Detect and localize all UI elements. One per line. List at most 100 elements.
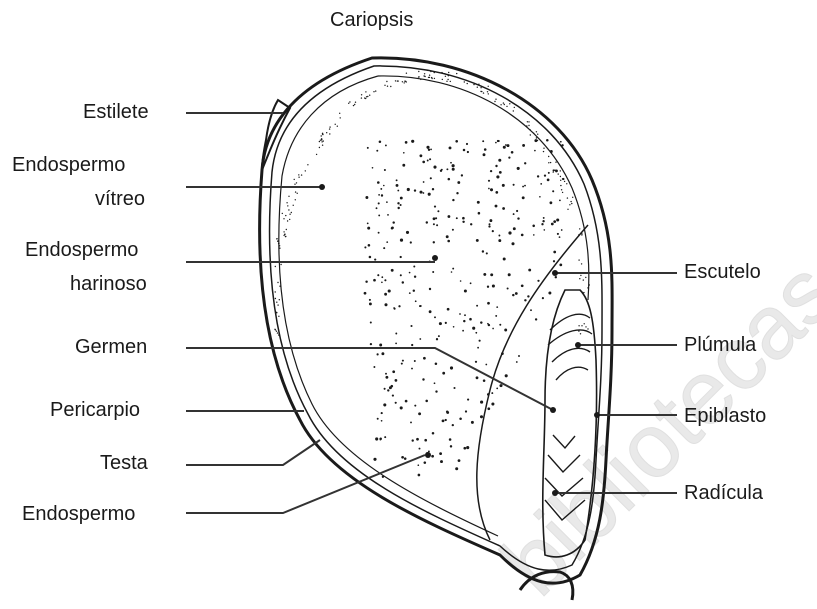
stipple-dot: [476, 305, 478, 307]
stipple-dot: [527, 295, 529, 297]
stipple-dot: [329, 126, 330, 127]
stipple-dot: [437, 210, 439, 212]
stipple-dot: [548, 292, 551, 295]
stipple-dot: [291, 212, 292, 213]
stipple-dot: [395, 343, 397, 345]
stipple-dot: [384, 303, 387, 306]
stipple-dot: [459, 313, 461, 315]
stipple-dot: [559, 264, 562, 267]
stipple-dot: [439, 452, 442, 455]
stipple-dot: [462, 330, 464, 332]
stipple-dot: [559, 236, 561, 238]
stipple-dot: [429, 75, 430, 76]
stipple-dot: [420, 79, 421, 80]
stipple-dot: [287, 220, 288, 221]
stipple-dot: [535, 318, 537, 320]
stipple-dot: [384, 85, 385, 86]
stipple-dot: [587, 328, 588, 329]
stipple-dot: [414, 275, 416, 277]
stipple-dot: [431, 455, 434, 458]
stipple-dot: [467, 83, 468, 84]
stipple-dot: [383, 185, 385, 187]
stipple-dot: [286, 229, 287, 230]
stipple-dot: [456, 192, 458, 194]
stipple-dot: [475, 361, 477, 363]
stipple-dot: [409, 292, 411, 294]
stipple-dot: [543, 151, 544, 152]
label-germen: Germen: [75, 335, 147, 359]
stipple-dot: [517, 167, 520, 170]
stipple-dot: [278, 243, 279, 244]
stipple-dot: [462, 221, 464, 223]
stipple-dot: [533, 234, 535, 236]
stipple-dot: [452, 199, 454, 201]
stipple-dot: [464, 289, 467, 292]
stipple-dot: [581, 325, 582, 326]
stipple-dot: [285, 236, 286, 237]
stipple-dot: [508, 157, 510, 159]
stipple-dot: [553, 251, 556, 254]
stipple-dot: [429, 310, 432, 313]
stipple-dot: [405, 81, 406, 82]
stipple-dot: [397, 207, 399, 209]
stipple-dot: [448, 72, 449, 73]
stipple-dot: [436, 224, 438, 226]
stipple-dot: [514, 107, 515, 108]
stipple-dot: [496, 175, 499, 178]
stipple-dot: [414, 360, 416, 362]
stipple-dot: [530, 309, 532, 311]
stipple-dot: [390, 86, 391, 87]
stipple-dot: [490, 188, 493, 191]
stipple-dot: [295, 191, 296, 192]
stipple-dot: [361, 97, 362, 98]
label-radicula: Radícula: [684, 481, 763, 505]
stipple-dot: [397, 190, 399, 192]
stipple-dot: [329, 133, 330, 134]
stipple-dot: [377, 353, 379, 355]
stipple-dot: [491, 402, 494, 405]
stipple-dot: [450, 81, 451, 82]
stipple-dot: [426, 221, 428, 223]
label-endospermo-harinoso-line2: harinoso: [70, 272, 147, 296]
stipple-dot: [496, 388, 498, 390]
label-testa: Testa: [100, 451, 148, 475]
stipple-dot: [585, 277, 586, 278]
stipple-dot: [473, 84, 474, 85]
stipple-dot: [288, 209, 289, 210]
stipple-dot: [457, 181, 460, 184]
stipple-dot: [456, 73, 457, 74]
stipple-dot: [436, 338, 438, 340]
leader-testa: [186, 440, 320, 465]
stipple-dot: [361, 94, 362, 95]
stipple-dot: [488, 324, 490, 326]
stipple-dot: [444, 73, 445, 74]
label-epiblasto: Epiblasto: [684, 404, 766, 428]
stipple-dot: [488, 188, 490, 190]
stipple-dot: [373, 366, 375, 368]
stipple-dot: [419, 154, 422, 157]
stipple-dot: [365, 280, 367, 282]
stipple-dot: [410, 421, 412, 423]
stipple-dot: [522, 144, 525, 147]
stipple-dot: [560, 185, 561, 186]
stipple-dot: [550, 162, 551, 163]
stipple-dot: [415, 300, 417, 302]
stipple-dot: [447, 79, 448, 80]
stipple-dot: [524, 299, 526, 301]
endosperm-inner-edge: [279, 76, 498, 536]
stipple-dot: [534, 150, 536, 152]
stipple-dot: [445, 76, 446, 77]
stipple-dot: [369, 299, 371, 301]
stipple-dot: [411, 140, 414, 143]
stipple-dot: [513, 227, 516, 230]
stipple-dot: [440, 460, 443, 463]
stipple-dot: [430, 149, 432, 151]
stipple-dot: [578, 325, 579, 326]
stipple-dot: [536, 137, 537, 138]
diagram-title: Cariopsis: [330, 8, 413, 32]
stipple-dot: [489, 223, 491, 225]
stipple-dot: [430, 177, 432, 179]
stipple-dot: [402, 81, 403, 82]
stipple-dot: [277, 304, 278, 305]
stipple-dot: [378, 202, 380, 204]
